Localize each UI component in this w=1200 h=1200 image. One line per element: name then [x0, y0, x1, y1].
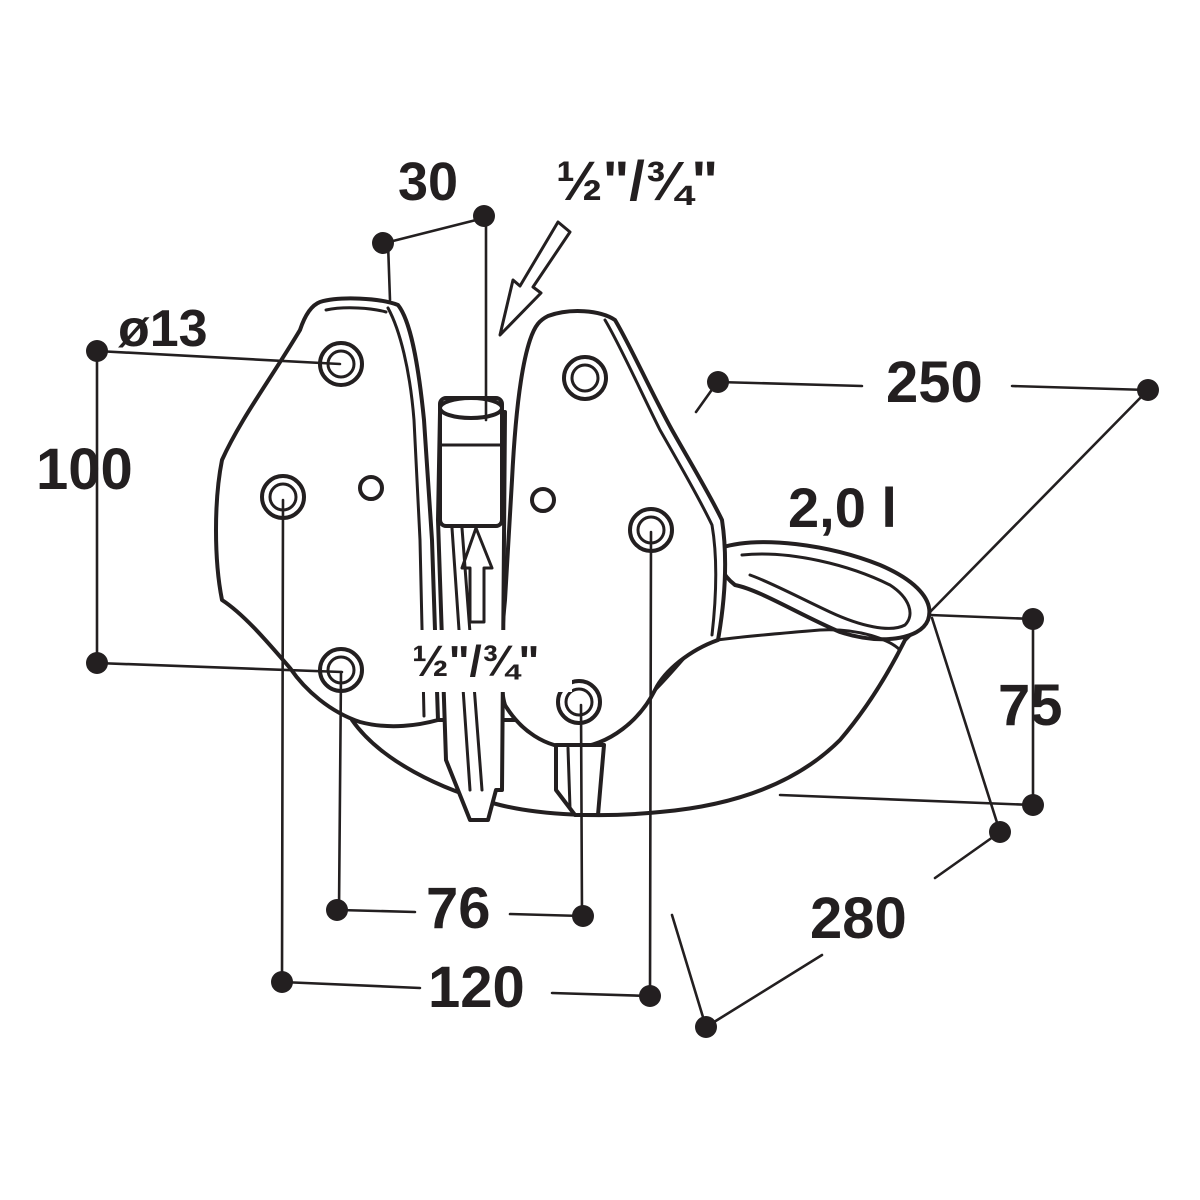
dim-120-ext-right: [648, 530, 653, 998]
dim-75-ext-top: [928, 613, 1035, 621]
dim-280-ext-right: [930, 616, 1002, 834]
inlet-bottom-label-bg: [400, 630, 572, 692]
dim-76-ext-right: [579, 703, 584, 918]
dim-30-dot-left: [372, 232, 394, 254]
dimension-lines: [86, 205, 1159, 1038]
dim-76-dot-left: [326, 899, 348, 921]
dim-280-leader-right: [933, 830, 1002, 880]
dim-120-line-right: [550, 991, 652, 998]
dim-250-leader-left: [716, 380, 864, 388]
label-280: 280: [810, 886, 907, 951]
dim-280-dot-right: [989, 821, 1011, 843]
inlet-collar-top: [438, 396, 504, 420]
lower-tab-line: [566, 746, 572, 810]
dim-250-leader-right: [1010, 384, 1150, 392]
bowl-rim-inner: [740, 552, 912, 630]
screw-right: [530, 487, 556, 513]
dimension-labels: 30 ½"/¾" ø13 100 250 2,0 l ½"/¾" 75 76 2…: [36, 149, 1063, 1020]
dim-250-dot-right: [1137, 379, 1159, 401]
left-plate-edge: [386, 306, 426, 718]
dim-120-dot-left: [271, 971, 293, 993]
dim-100-ext-bottom: [95, 661, 344, 674]
dim-75-dot-top: [1022, 608, 1044, 630]
dim-280-leader-left: [704, 953, 824, 1029]
inlet-bottom-arrow: [460, 526, 494, 624]
screw-left: [358, 475, 384, 501]
label-120: 120: [428, 955, 525, 1020]
dim-76-line-right: [508, 912, 584, 918]
label-inlet-bottom: ½"/¾": [412, 637, 539, 686]
dim-280-ext-left: [670, 913, 708, 1029]
mounting-holes: [260, 341, 674, 725]
dim-280-dot-left: [695, 1016, 717, 1038]
dim-75-dot-bottom: [1022, 794, 1044, 816]
left-mounting-plate: [214, 296, 440, 729]
dim-30-leader: [383, 216, 486, 245]
dim-120-ext-left: [280, 498, 285, 984]
dim-76-line-left: [337, 908, 417, 914]
dim-76-ext-left: [337, 670, 343, 912]
dim-75-ext-bottom: [778, 793, 1035, 807]
label-75: 75: [998, 673, 1063, 738]
dim-120-dot-right: [639, 985, 661, 1007]
dim-100-dot-bottom: [86, 652, 108, 674]
dim-100-dot-top: [86, 340, 108, 362]
drinking-bowl-body: [214, 296, 932, 822]
right-plate-edge: [603, 318, 718, 637]
dim-hole-leader: [95, 349, 342, 366]
label-hole-diameter: ø13: [118, 300, 208, 358]
label-250: 250: [886, 350, 983, 415]
dim-250-dot-left: [707, 371, 729, 393]
dim-250-ext-right: [928, 388, 1150, 614]
hole-top-right: [562, 355, 608, 401]
label-76: 76: [426, 876, 491, 941]
left-plate-edge-inner: [324, 306, 388, 314]
bowl-rim: [716, 540, 932, 642]
inlet-top-arrow: [498, 220, 572, 337]
dim-30-dot-right: [473, 205, 495, 227]
label-100: 100: [36, 437, 133, 502]
label-30: 30: [398, 152, 458, 212]
dim-120-line-left: [280, 980, 422, 990]
dim-76-dot-right: [572, 905, 594, 927]
label-volume: 2,0 l: [788, 476, 897, 539]
label-inlet-top: ½"/¾": [556, 149, 718, 212]
